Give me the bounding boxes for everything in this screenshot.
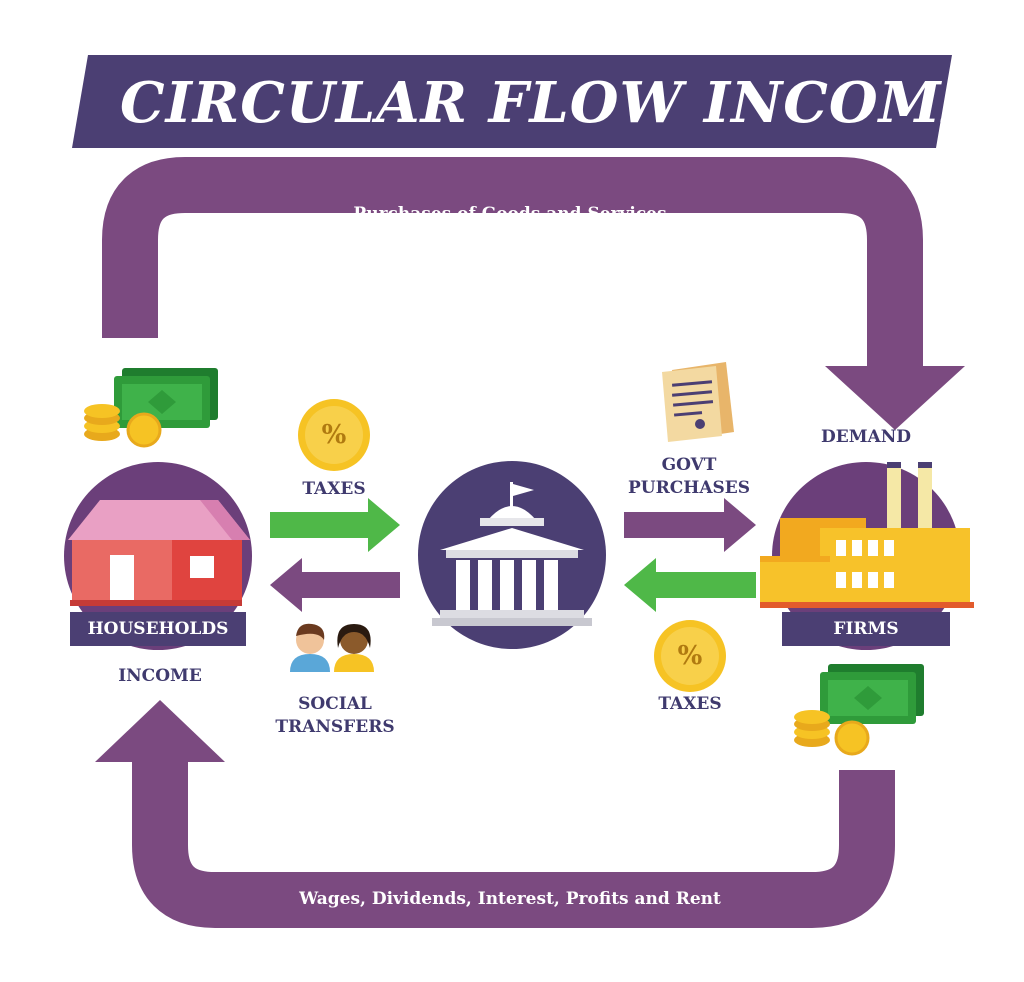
firms-label: FIRMS [782,612,950,646]
house-icon [68,500,250,606]
bottom-flow-arrow [132,760,895,928]
document-icon [662,362,734,442]
percent-coin-icon-left [298,399,370,471]
social-transfers-arrow [270,558,400,612]
percent-symbol-left: % [321,420,347,450]
taxes-label-households: TAXES [302,479,366,499]
percent-symbol-right: % [677,641,703,671]
title-banner [72,55,952,148]
top-flow-arrow [102,157,923,368]
social-transfers-label-line2: TRANSFERS [275,717,395,737]
income-label: INCOME [118,666,202,686]
bottom-flow-label: Wages, Dividends, Interest, Profits and … [299,889,721,909]
percent-coin-icon-right [654,620,726,692]
govt-purchases-arrow [624,498,756,552]
govt-purchases-label-line1: GOVT [661,455,717,475]
government-building-icon [432,482,592,626]
page-title: CIRCULAR FLOW INCOME [120,70,986,136]
factory-icon [760,462,974,608]
bottom-flow-arrowhead [95,700,225,762]
top-flow-label: Purchases of Goods and Services [353,204,667,224]
demand-label: DEMAND [821,427,911,447]
top-flow-arrowhead [825,366,965,430]
social-transfers-label-line1: SOCIAL [298,694,372,714]
money-stack-icon-households [84,368,218,448]
govt-purchases-label-line2: PURCHASES [627,478,751,498]
households-label: HOUSEHOLDS [70,612,246,646]
money-stack-icon-firms [794,664,924,756]
taxes-arrow-to-government [270,498,400,552]
taxes-arrow-from-firms [624,558,756,612]
people-icon [290,623,374,672]
taxes-label-firms: TAXES [658,694,722,714]
